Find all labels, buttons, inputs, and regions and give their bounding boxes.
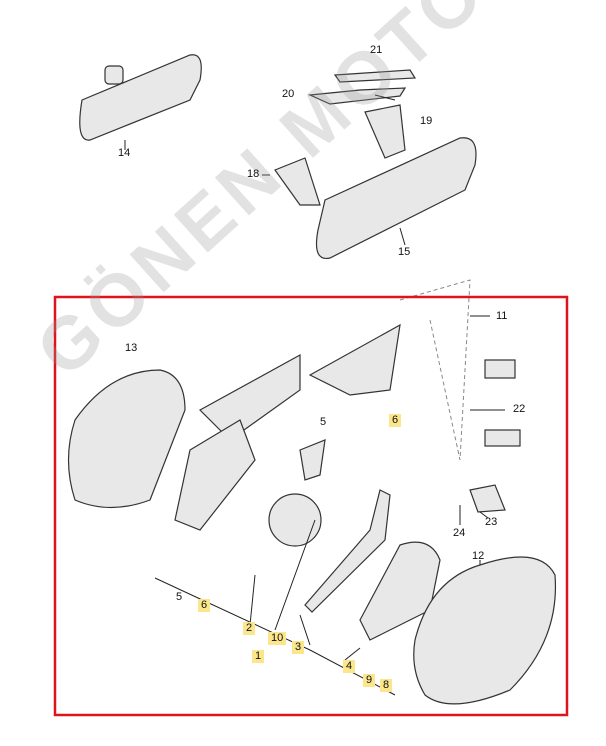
callout-20: 20: [282, 88, 295, 100]
bracket-20: [307, 87, 407, 105]
callout-21: 21: [370, 44, 383, 56]
callout-12: 12: [472, 550, 485, 562]
callout-5-top: 5: [320, 416, 327, 428]
mirror-cap-4: [359, 541, 441, 641]
callout-11: 11: [496, 310, 508, 322]
callout-5-bottom: 5: [176, 591, 183, 603]
callout-6-top: 6: [389, 414, 402, 427]
callout-9: 9: [363, 674, 376, 687]
strip-3: [304, 489, 391, 613]
mirror-triangle: [308, 323, 401, 396]
callout-6-bottom: 6: [198, 599, 211, 612]
mirror-base: [199, 353, 301, 441]
bracket-23: [469, 484, 506, 513]
callout-14: 14: [118, 147, 131, 159]
callout-19: 19: [420, 115, 433, 127]
cover-21: [333, 69, 417, 83]
connector-11: [484, 359, 516, 379]
callout-10: 10: [268, 632, 287, 645]
mirror-housing-13: [67, 369, 186, 509]
callout-2: 2: [243, 622, 256, 635]
leader-lines: [124, 94, 505, 696]
mirror-mount: [104, 65, 124, 85]
callout-15: 15: [398, 246, 411, 258]
cover-18: [274, 157, 321, 206]
mirror-frame: [174, 419, 256, 531]
rearview-mirror-15: [315, 137, 477, 260]
cover-19: [364, 104, 406, 159]
callout-3: 3: [292, 641, 305, 654]
callout-8: 8: [380, 679, 393, 692]
rearview-mirror-14: [79, 54, 202, 141]
dashed-outline: [399, 279, 471, 461]
part-5: [299, 439, 326, 481]
mirror-glass-12: [413, 556, 557, 705]
callout-24: 24: [453, 527, 466, 539]
callout-4: 4: [343, 660, 356, 673]
callout-23: 23: [485, 516, 498, 528]
callout-22: 22: [513, 403, 526, 415]
callout-18: 18: [247, 168, 260, 180]
mirror-motor: [268, 493, 322, 547]
callout-1: 1: [252, 650, 265, 663]
connector-22: [484, 429, 521, 447]
callout-13: 13: [125, 342, 138, 354]
highlight-frame: [53, 295, 569, 717]
